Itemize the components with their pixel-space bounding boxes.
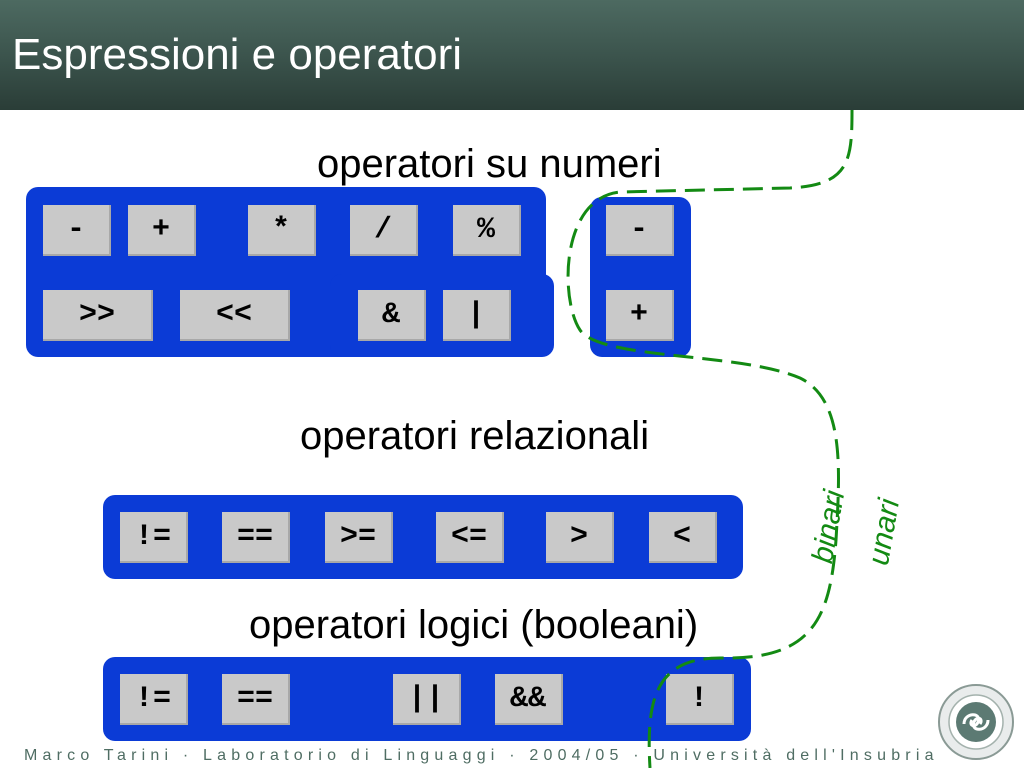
slide-title: Espressioni e operatori: [12, 30, 463, 79]
key-shift-left: <<: [180, 290, 290, 341]
key-unary-plus: +: [606, 290, 674, 341]
footer-text: Marco Tarini · Laboratorio di Linguaggi …: [24, 747, 939, 764]
key-minus: -: [43, 205, 111, 256]
university-seal-icon: [936, 682, 1016, 767]
key-less-equal: <=: [436, 512, 504, 563]
key-logic-or: ||: [393, 674, 461, 725]
key-unary-minus: -: [606, 205, 674, 256]
key-shift-right: >>: [43, 290, 153, 341]
key-equal: ==: [222, 512, 290, 563]
key-logic-not: !: [666, 674, 734, 725]
key-bitwise-and: &: [358, 290, 426, 341]
relational-panel: [103, 495, 743, 579]
heading-relazionali: operatori relazionali: [300, 414, 650, 458]
key-logic-equal: ==: [222, 674, 290, 725]
key-divide: /: [350, 205, 418, 256]
key-logic-and: &&: [495, 674, 563, 725]
key-bitwise-or: |: [443, 290, 511, 341]
header-bar: Espressioni e operatori: [0, 0, 1024, 110]
key-multiply: *: [248, 205, 316, 256]
key-not-equal: !=: [120, 512, 188, 563]
heading-numeri: operatori su numeri: [317, 142, 662, 186]
key-plus: +: [128, 205, 196, 256]
key-greater: >: [546, 512, 614, 563]
key-greater-equal: >=: [325, 512, 393, 563]
key-modulo: %: [453, 205, 521, 256]
key-less: <: [649, 512, 717, 563]
key-logic-not-equal: !=: [120, 674, 188, 725]
heading-logici: operatori logici (booleani): [249, 603, 699, 647]
